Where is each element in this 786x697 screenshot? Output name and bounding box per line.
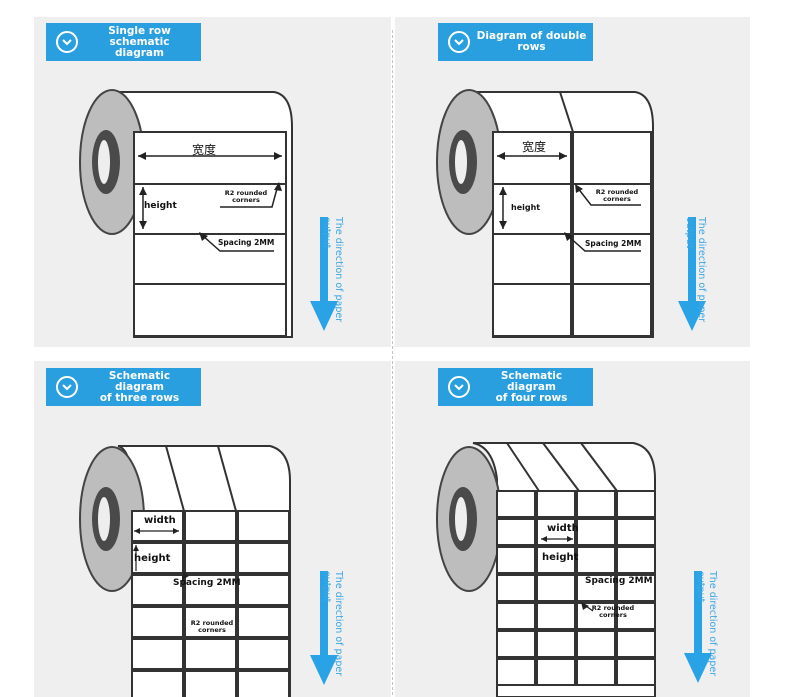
spacing-label: Spacing 2MM — [585, 239, 642, 248]
spacing-pointer — [201, 234, 274, 252]
height-label: height — [511, 203, 541, 212]
single-row-diagram — [79, 89, 338, 338]
chevron-down-circle-icon — [56, 376, 78, 398]
direction-text: The direction of paper output — [321, 571, 344, 677]
arrow-down-icon — [310, 301, 338, 331]
label-grid — [131, 510, 290, 697]
label-grid — [496, 490, 656, 686]
three-rows-diagram — [79, 445, 338, 697]
direction-text: The direction of paper output — [684, 217, 707, 323]
label-cell — [133, 131, 287, 185]
four-rows-diagram — [436, 442, 712, 697]
width-label: width — [144, 515, 176, 526]
spacing-label: Spacing 2MM — [218, 238, 275, 247]
direction-text: The direction of paper output — [695, 571, 718, 677]
height-label: height — [144, 201, 177, 211]
height-label: height — [134, 553, 171, 564]
direction-shaft — [694, 571, 702, 657]
roll-core-hole — [98, 140, 110, 184]
spacing-pointer — [566, 234, 641, 252]
width-label: width — [547, 523, 579, 534]
label-cell — [133, 283, 287, 337]
double-rows-diagram — [436, 89, 706, 338]
center-divider — [392, 30, 393, 695]
spacing-label: Spacing 2MM — [173, 578, 241, 588]
chevron-down-circle-icon — [448, 31, 470, 53]
roll-core-hole — [455, 497, 467, 541]
label-grid — [492, 131, 652, 337]
width-label: 宽度 — [522, 140, 547, 154]
roll-core-hole — [455, 140, 467, 184]
direction-shaft — [320, 571, 328, 657]
chevron-down-circle-icon — [448, 376, 470, 398]
spacing-label: Spacing 2MM — [585, 576, 653, 586]
corners-pointer — [220, 184, 279, 208]
roll-core-hole — [98, 497, 110, 541]
direction-shaft — [688, 217, 696, 303]
chevron-down-circle-icon — [56, 31, 78, 53]
height-label: height — [542, 552, 579, 563]
arrow-down-icon — [678, 301, 706, 331]
direction-text: The direction of paper output — [321, 217, 344, 323]
arrow-down-icon — [310, 655, 338, 685]
direction-shaft — [320, 217, 328, 303]
arrow-down-icon — [684, 653, 712, 683]
width-label: 宽度 — [192, 143, 217, 157]
corners-pointer — [576, 186, 641, 206]
